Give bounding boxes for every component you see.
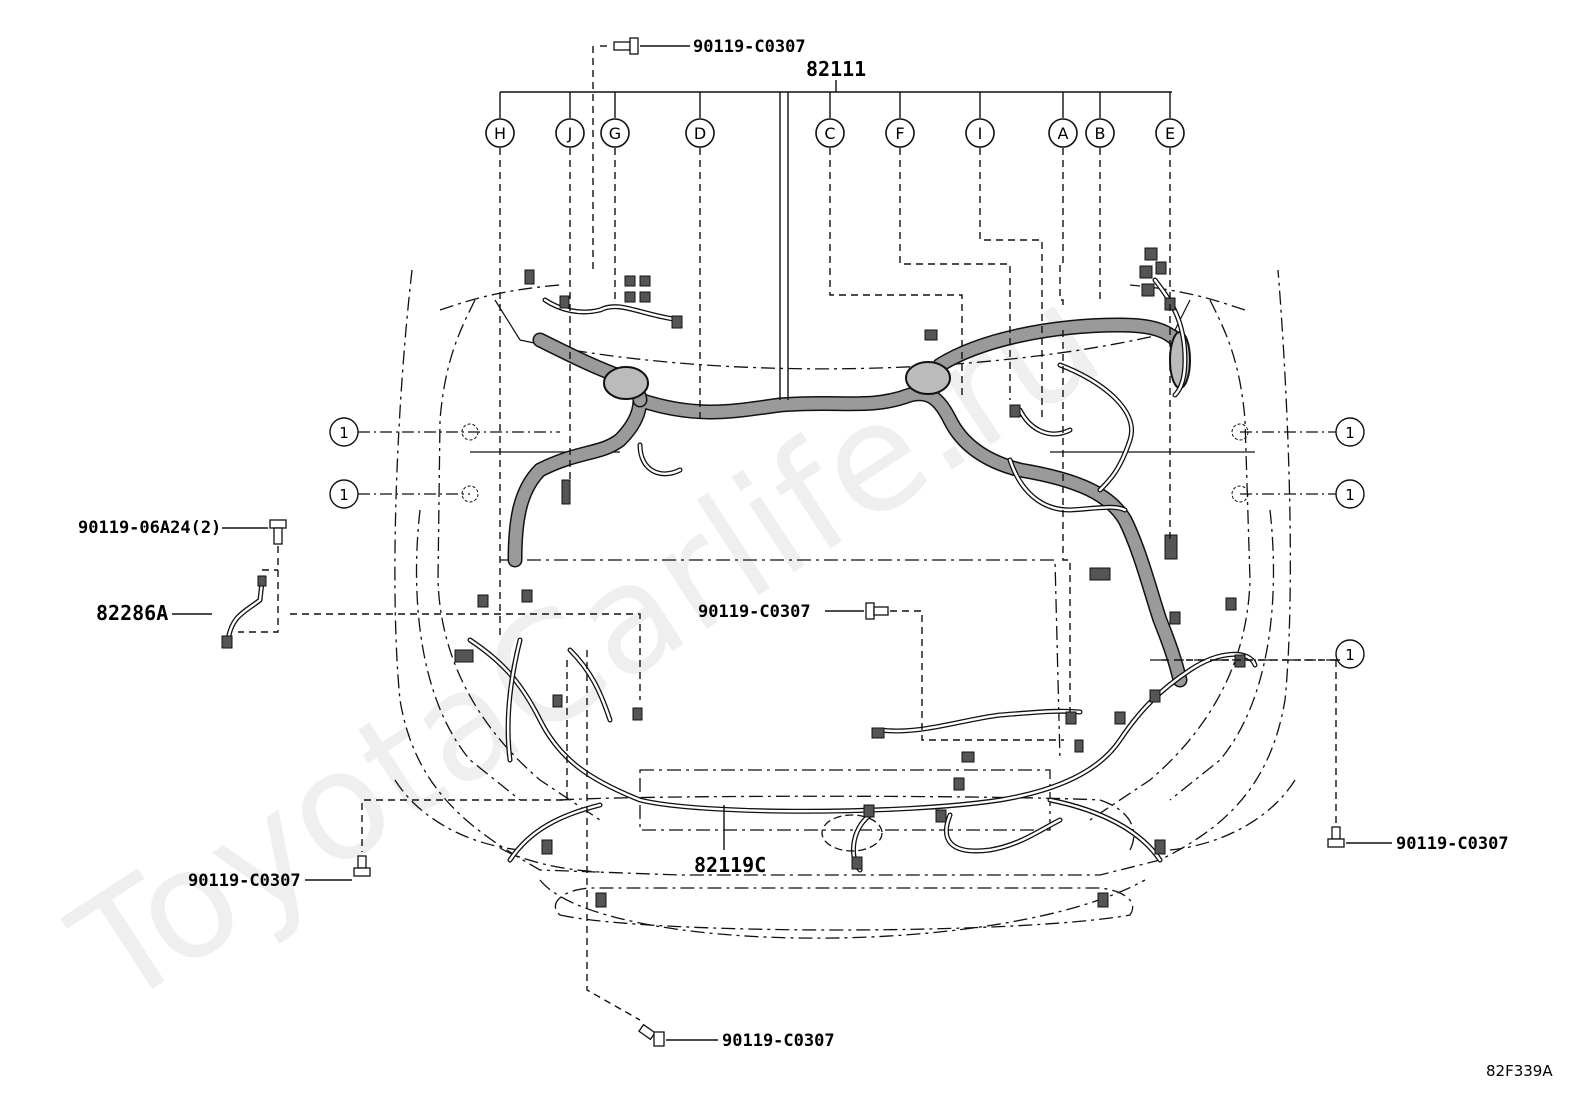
bolt-icon xyxy=(353,855,371,877)
bolt-center[interactable]: 90119-C0307 xyxy=(698,602,1064,741)
bolt-icon xyxy=(638,1023,665,1047)
svg-text:A: A xyxy=(1058,124,1069,143)
svg-text:H: H xyxy=(494,124,506,143)
main-engine-harness xyxy=(507,317,1191,688)
main-part-number: 82111 xyxy=(806,57,866,81)
bolt-left-label: 90119-06A24(2) xyxy=(78,518,221,538)
svg-text:90119-C0307: 90119-C0307 xyxy=(698,602,811,622)
svg-text:J: J xyxy=(567,124,573,143)
svg-text:I: I xyxy=(978,124,983,143)
svg-text:90119-C0307: 90119-C0307 xyxy=(722,1031,835,1051)
bolt-top[interactable]: 90119-C0307 xyxy=(600,37,806,57)
svg-text:82119C: 82119C xyxy=(694,853,766,877)
sub-harness-label[interactable]: 82119C xyxy=(694,805,766,877)
figure-code: 82F339A xyxy=(1486,1062,1553,1080)
bolt-icon xyxy=(1327,826,1345,848)
svg-text:F: F xyxy=(895,124,904,143)
callout-d[interactable]: D xyxy=(685,118,715,148)
svg-text:D: D xyxy=(694,124,706,143)
bolt-lower-left[interactable]: 90119-C0307 xyxy=(188,660,568,891)
callout-leaders xyxy=(499,46,1171,712)
ref-mark-right-upper[interactable]: 1 xyxy=(1335,417,1365,447)
bolt-icon xyxy=(613,37,639,55)
reference-marks[interactable]: 1 1 1 1 1 xyxy=(329,417,1365,669)
bolt-bottom[interactable]: 90119-C0307 xyxy=(586,650,835,1051)
bracket-part-label: 82286A xyxy=(96,601,168,625)
svg-text:90119-C0307: 90119-C0307 xyxy=(693,37,806,57)
callout-e[interactable]: E xyxy=(1155,118,1185,148)
callout-a[interactable]: A xyxy=(1048,118,1078,148)
callout-b[interactable]: B xyxy=(1085,118,1115,148)
main-part-bracket: 82111 xyxy=(499,57,1172,400)
ref-mark-right-lower[interactable]: 1 xyxy=(1335,479,1365,509)
bracket-group[interactable]: 90119-06A24(2) 82286A xyxy=(78,518,641,700)
svg-text:E: E xyxy=(1165,124,1175,143)
svg-text:1: 1 xyxy=(339,424,349,442)
callout-c[interactable]: C xyxy=(815,118,845,148)
connectors xyxy=(454,247,1246,908)
svg-text:B: B xyxy=(1095,124,1106,143)
bolt-icon xyxy=(269,519,287,545)
svg-text:1: 1 xyxy=(1345,486,1355,504)
ref-mark-left-lower[interactable]: 1 xyxy=(329,479,359,509)
ref-mark-left-upper[interactable]: 1 xyxy=(329,417,359,447)
callout-i[interactable]: I xyxy=(965,118,995,148)
callout-circles[interactable]: H J G D C F I A B E xyxy=(485,118,1185,148)
svg-text:G: G xyxy=(609,124,621,143)
callout-h[interactable]: H xyxy=(485,118,515,148)
svg-text:90119-C0307: 90119-C0307 xyxy=(188,871,301,891)
svg-text:90119-C0307: 90119-C0307 xyxy=(1396,834,1509,854)
callout-g[interactable]: G xyxy=(600,118,630,148)
callout-f[interactable]: F xyxy=(885,118,915,148)
svg-text:1: 1 xyxy=(339,486,349,504)
ref-mark-right-mid[interactable]: 1 xyxy=(1335,639,1365,669)
callout-j[interactable]: J xyxy=(555,118,585,148)
svg-text:C: C xyxy=(824,124,835,143)
svg-text:1: 1 xyxy=(1345,646,1355,664)
branch-wires xyxy=(467,277,1258,873)
svg-text:1: 1 xyxy=(1345,424,1355,442)
bolt-right[interactable]: 90119-C0307 xyxy=(1162,659,1509,854)
bolt-icon xyxy=(865,602,889,620)
